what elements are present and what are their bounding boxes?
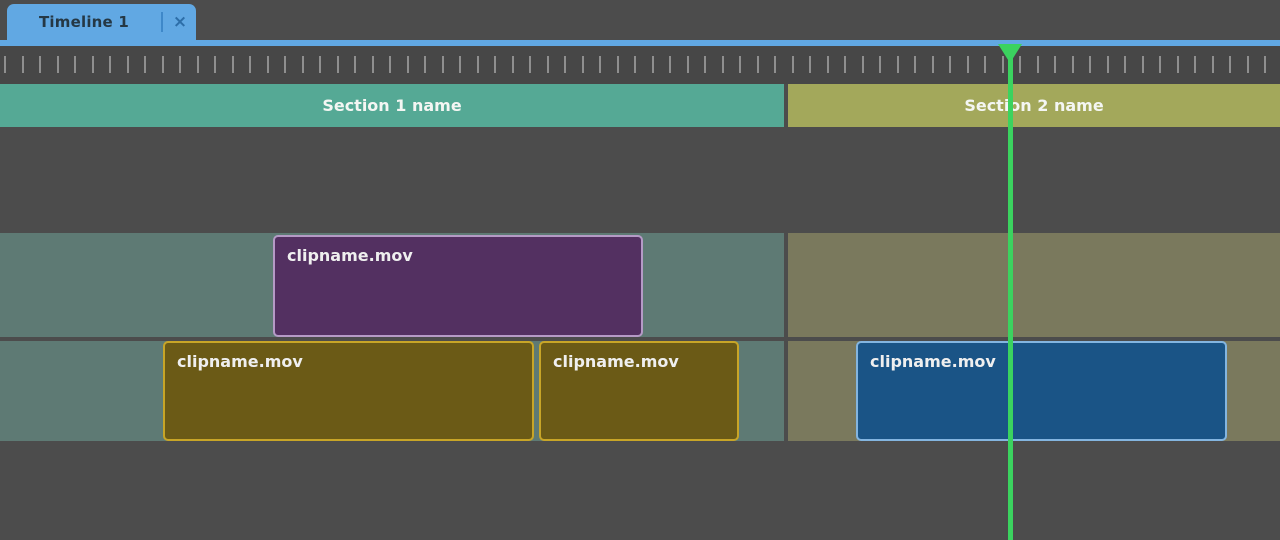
ruler-tick xyxy=(809,56,811,73)
section-header-2[interactable]: Section 2 name xyxy=(788,84,1280,127)
section-2-name: Section 2 name xyxy=(964,96,1104,115)
ruler-tick xyxy=(4,56,6,73)
ruler-tick xyxy=(896,56,899,73)
ruler-tick xyxy=(476,56,479,73)
ruler-tick xyxy=(756,56,759,73)
playhead-line[interactable] xyxy=(1008,46,1013,540)
section-1-name: Section 1 name xyxy=(322,96,462,115)
timeline-clip[interactable]: clipname.mov xyxy=(163,341,534,441)
clip-label: clipname.mov xyxy=(287,246,413,265)
ruler-tick xyxy=(91,56,94,73)
ruler-tick xyxy=(284,56,286,73)
ruler-tick xyxy=(39,56,41,73)
ruler-tick xyxy=(109,56,111,73)
ruler-tick xyxy=(914,56,916,73)
ruler-tick xyxy=(634,56,636,73)
ruler-tick xyxy=(529,56,531,73)
timeline-ruler[interactable] xyxy=(0,46,1280,84)
ruler-tick xyxy=(1089,56,1091,73)
ruler-tick xyxy=(1264,56,1266,73)
ruler-tick xyxy=(651,56,654,73)
ruler-tick xyxy=(1194,56,1196,73)
ruler-tick xyxy=(371,56,374,73)
ruler-tick xyxy=(581,56,584,73)
tab-close-icon[interactable]: × xyxy=(172,12,188,32)
ruler-tick xyxy=(406,56,409,73)
tab-label: Timeline 1 xyxy=(39,13,129,31)
ruler-tick xyxy=(389,56,391,73)
ruler-tick xyxy=(616,56,619,73)
timeline-clip[interactable]: clipname.mov xyxy=(856,341,1227,441)
ruler-tick xyxy=(861,56,864,73)
ruler-tick xyxy=(844,56,846,73)
ruler-tick xyxy=(1211,56,1214,73)
ruler-tick xyxy=(704,56,706,73)
ruler-tick xyxy=(879,56,881,73)
ruler-tick xyxy=(826,56,829,73)
playhead-marker[interactable] xyxy=(998,44,1022,63)
timeline-clip[interactable]: clipname.mov xyxy=(273,235,643,337)
ruler-tick xyxy=(1054,56,1056,73)
ruler-tick xyxy=(424,56,426,73)
ruler-tick xyxy=(984,56,986,73)
track-lane[interactable] xyxy=(788,233,1280,337)
ruler-tick xyxy=(21,56,24,73)
clip-label: clipname.mov xyxy=(177,352,303,371)
ruler-tick xyxy=(336,56,339,73)
ruler-tick xyxy=(214,56,216,73)
ruler-tick xyxy=(511,56,514,73)
ruler-tick xyxy=(1159,56,1161,73)
ruler-tick xyxy=(249,56,251,73)
ruler-tick xyxy=(1229,56,1231,73)
clip-label: clipname.mov xyxy=(870,352,996,371)
ruler-tick xyxy=(721,56,724,73)
ruler-tick xyxy=(231,56,234,73)
ruler-tick xyxy=(354,56,356,73)
ruler-tick xyxy=(966,56,969,73)
ruler-tick xyxy=(319,56,321,73)
ruler-tick xyxy=(56,56,59,73)
ruler-tick xyxy=(126,56,129,73)
section-header-1[interactable]: Section 1 name xyxy=(0,84,784,127)
ruler-tick xyxy=(441,56,444,73)
ruler-tick xyxy=(161,56,164,73)
ruler-tick xyxy=(791,56,794,73)
ruler-tick xyxy=(774,56,776,73)
ruler-tick xyxy=(266,56,269,73)
ruler-tick xyxy=(74,56,76,73)
ruler-tick xyxy=(669,56,671,73)
ruler-tick xyxy=(739,56,741,73)
ruler-tick xyxy=(949,56,951,73)
ruler-tick xyxy=(1246,56,1249,73)
ruler-tick xyxy=(179,56,181,73)
ruler-tick xyxy=(459,56,461,73)
timeline-clip[interactable]: clipname.mov xyxy=(539,341,739,441)
ruler-tick xyxy=(301,56,304,73)
ruler-tick xyxy=(1106,56,1109,73)
tab-timeline-1[interactable]: Timeline 1 × xyxy=(7,4,196,40)
ruler-tick xyxy=(1001,56,1004,73)
ruler-tick xyxy=(144,56,146,73)
ruler-tick xyxy=(1176,56,1179,73)
ruler-tick xyxy=(564,56,566,73)
ruler-tick xyxy=(931,56,934,73)
tab-divider xyxy=(161,12,163,32)
ruler-tick xyxy=(1141,56,1144,73)
ruler-tick xyxy=(546,56,549,73)
ruler-tick xyxy=(196,56,199,73)
ruler-tick xyxy=(686,56,689,73)
ruler-tick xyxy=(1019,56,1021,73)
timeline-scrollbar[interactable] xyxy=(0,40,1280,46)
ruler-tick xyxy=(1124,56,1126,73)
ruler-tick xyxy=(1071,56,1074,73)
ruler-tick xyxy=(599,56,601,73)
clip-label: clipname.mov xyxy=(553,352,679,371)
ruler-tick xyxy=(494,56,496,73)
ruler-tick xyxy=(1036,56,1039,73)
